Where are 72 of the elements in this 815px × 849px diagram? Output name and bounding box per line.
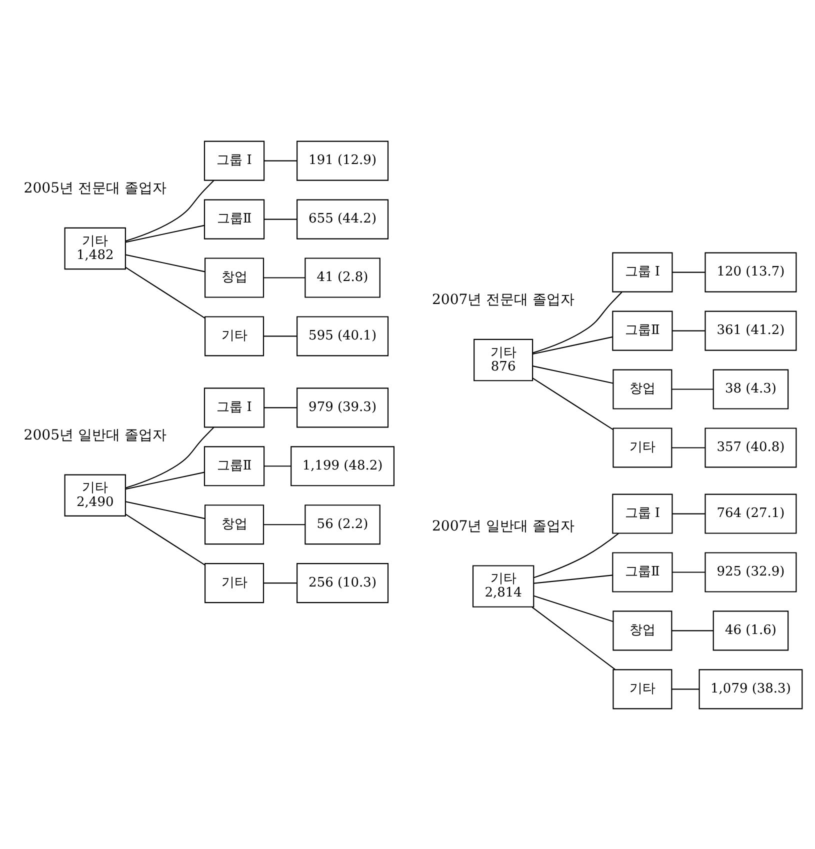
- connector: [125, 513, 206, 565]
- label: 2005년 전문대 졸업자: [24, 180, 167, 196]
- node-box: 1,079 (38.3): [698, 668, 803, 709]
- connector: [264, 524, 306, 525]
- connector: [532, 291, 622, 353]
- node-box: 361 (41.2): [704, 310, 797, 350]
- connector: [126, 224, 204, 242]
- connector: [264, 465, 292, 466]
- node-box: 56 (2.2): [304, 504, 380, 544]
- connector: [264, 582, 297, 584]
- connector: [125, 180, 214, 242]
- label: 2007년 일반대 졸업자: [432, 518, 575, 534]
- connector: [534, 532, 619, 578]
- node-box: 256 (10.3): [296, 562, 389, 603]
- connector: [264, 335, 297, 336]
- node-box: 그룹Ⅱ: [612, 552, 673, 592]
- connector: [532, 606, 616, 670]
- node-box: 764 (27.1): [704, 493, 797, 534]
- node-box: 기타: [204, 562, 264, 603]
- node-box: 그룹Ⅱ: [204, 198, 265, 239]
- node-box: 기타: [612, 668, 672, 709]
- connector: [126, 254, 205, 272]
- node-box: 120 (13.7): [704, 252, 797, 292]
- connector: [672, 446, 705, 448]
- node-box: 595 (40.1): [296, 316, 389, 356]
- connector: [672, 571, 705, 572]
- node-box: 38 (4.3): [712, 368, 789, 409]
- connector: [672, 388, 714, 390]
- node-box: 창업: [204, 504, 264, 544]
- node-box: 46 (1.6): [712, 610, 789, 650]
- connector: [672, 512, 705, 514]
- node-box: 979 (39.3): [296, 387, 389, 428]
- connector: [264, 160, 297, 161]
- connector: [126, 500, 205, 519]
- connector: [264, 276, 306, 278]
- node-box: 기타: [612, 427, 672, 468]
- connector: [534, 594, 614, 622]
- node-box: 925 (32.9): [704, 552, 797, 592]
- connector: [264, 406, 297, 408]
- node-box: 357 (40.8): [704, 427, 797, 468]
- label: 2007년 전문대 졸업자: [432, 292, 575, 308]
- connector: [672, 271, 705, 272]
- node-box: 그룹 I: [612, 252, 673, 292]
- node-box: 그룹 I: [612, 493, 673, 534]
- connector: [534, 574, 613, 584]
- node-box: 기타 2,490: [64, 474, 126, 516]
- connector: [532, 365, 614, 384]
- node-box: 191 (12.9): [296, 140, 389, 180]
- node-box: 기타: [204, 316, 264, 356]
- connector: [672, 688, 700, 690]
- node-box: 그룹 I: [204, 140, 265, 180]
- node-box: 41 (2.8): [304, 257, 380, 298]
- connector: [125, 266, 206, 318]
- node-box: 655 (44.2): [296, 198, 389, 239]
- node-box: 그룹 I: [204, 387, 265, 428]
- node-box: 창업: [612, 610, 672, 650]
- connector: [264, 218, 297, 220]
- connector: [532, 377, 614, 430]
- node-box: 그룹Ⅱ: [204, 446, 265, 486]
- connector: [672, 630, 714, 631]
- connector: [672, 330, 705, 331]
- node-box: 기타 2,814: [472, 564, 534, 607]
- label: 2005년 일반대 졸업자: [24, 427, 167, 444]
- connector: [126, 471, 204, 490]
- node-box: 1,199 (48.2): [290, 446, 394, 486]
- node-box: 그룹Ⅱ: [612, 310, 673, 350]
- connector: [125, 426, 214, 488]
- node-box: 기타 876: [474, 338, 534, 381]
- node-box: 창업: [612, 368, 672, 409]
- node-box: 기타 1,482: [64, 226, 126, 270]
- connector: [532, 336, 613, 354]
- node-box: 창업: [204, 257, 264, 298]
